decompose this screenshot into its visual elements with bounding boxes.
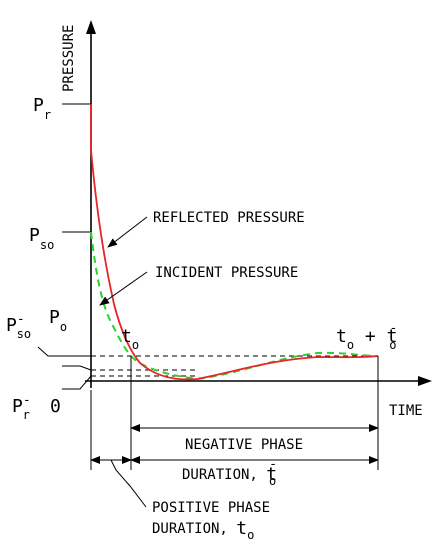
y-axis-label: PRESSURE <box>61 25 77 92</box>
positive-phase-label-line2: DURATION, to <box>152 518 254 542</box>
positive-phase-label-line1: POSITIVE PHASE <box>152 500 270 516</box>
reflected-pressure-label: REFLECTED PRESSURE <box>153 210 305 226</box>
incident-pressure-leader <box>99 271 148 306</box>
pso-negative-symbol: P-so <box>6 312 31 341</box>
pr-negative-symbol: P-r <box>12 393 31 422</box>
pso-negative-leader <box>62 365 92 371</box>
incident-pressure-label: INCIDENT PRESSURE <box>155 265 298 281</box>
reflected-pressure-curve <box>90 104 379 381</box>
negative-phase-label-line2: DURATION, t-o <box>182 457 277 488</box>
zero-label: 0 <box>50 396 61 417</box>
x-axis-arrowhead-icon <box>418 376 432 386</box>
incident-pressure-curve <box>90 231 379 381</box>
pso-negative-symbol-leader <box>37 346 60 357</box>
negative-phase-label-line1: NEGATIVE PHASE <box>185 437 303 453</box>
reflected-pressure-leader <box>107 216 148 248</box>
y-axis-arrowhead-icon <box>86 20 96 34</box>
pr-negative-leader <box>62 375 92 390</box>
po-symbol: Po <box>49 307 67 334</box>
x-axis-label: TIME <box>389 403 423 419</box>
to-symbol: to <box>121 326 139 352</box>
positive-phase-leader <box>110 459 147 508</box>
pr-symbol: Pr <box>33 95 51 122</box>
to-plus-to-negative-symbol: to + t-o <box>336 321 397 352</box>
pso-symbol: Pso <box>29 225 54 252</box>
